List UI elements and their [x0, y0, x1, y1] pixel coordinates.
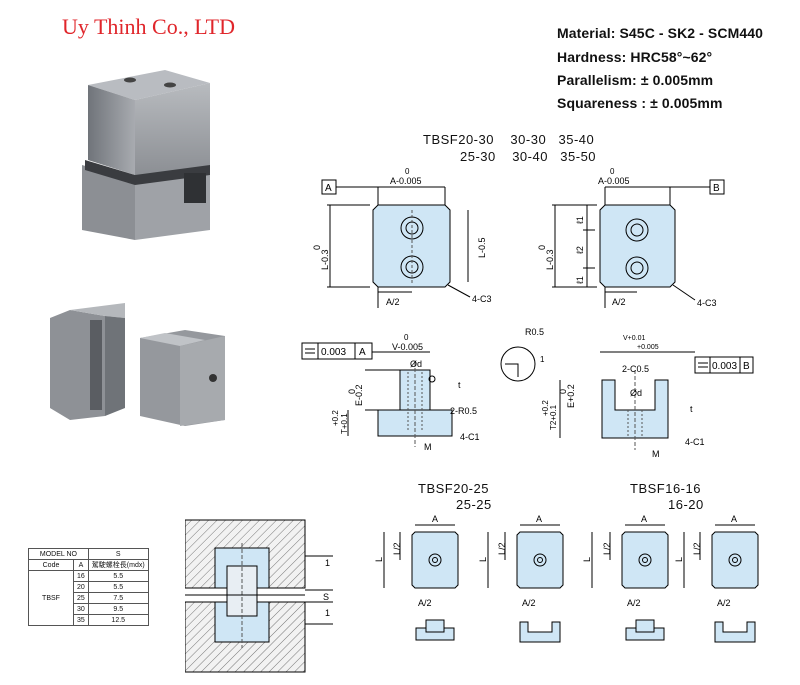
svg-text:A/2: A/2 — [717, 598, 731, 608]
datum-b-label: B — [713, 183, 720, 194]
spec-material: Material: S45C - SK2 - SCM440 — [557, 25, 763, 41]
svg-text:E+0.2: E+0.2 — [566, 384, 576, 408]
svg-text:V-0.005: V-0.005 — [392, 342, 423, 352]
spec-squareness: Squareness : ± 0.005mm — [557, 95, 723, 111]
svg-text:0: 0 — [347, 389, 357, 394]
svg-text:A/2: A/2 — [386, 297, 400, 307]
svg-text:+0.2: +0.2 — [541, 400, 550, 416]
svg-text:E-0.2: E-0.2 — [354, 384, 364, 406]
product-photo-separated — [50, 303, 225, 426]
svg-text:t: t — [690, 404, 693, 414]
small-part-3: A L L/2 A/2 — [582, 514, 669, 641]
svg-text:A: A — [641, 514, 647, 524]
svg-text:A/2: A/2 — [627, 598, 641, 608]
small-part-2: A L L/2 A/2 — [478, 514, 564, 643]
svg-text:A/2: A/2 — [612, 297, 626, 307]
bottom-left-model-line1: TBSF20-25 — [418, 481, 489, 496]
svg-text:0: 0 — [558, 389, 568, 394]
svg-text:4-C1: 4-C1 — [460, 432, 480, 442]
table-header-a: A — [73, 559, 89, 571]
table-header-model: MODEL NO — [28, 548, 89, 560]
svg-text:2-C0.5: 2-C0.5 — [622, 364, 649, 374]
svg-text:B: B — [743, 361, 750, 372]
svg-text:A-0.005: A-0.005 — [390, 176, 422, 186]
svg-text:L/2: L/2 — [602, 542, 612, 555]
svg-text:L: L — [674, 557, 684, 562]
spec-parallelism: Parallelism: ± 0.005mm — [557, 72, 714, 88]
table-header-s: S — [87, 548, 149, 560]
company-name: Uy Thinh Co., LTD — [62, 14, 235, 39]
flatness-a-value: 0.003 — [321, 347, 346, 358]
small-part-1: A L L/2 A/2 — [374, 514, 459, 641]
spec-hardness: Hardness: HRC58°~62° — [557, 49, 713, 65]
svg-text:L: L — [582, 557, 592, 562]
svg-text:1: 1 — [325, 558, 330, 568]
svg-text:1: 1 — [540, 355, 545, 364]
flatness-b-value: 0.003 — [712, 361, 737, 372]
svg-text:A-0.005: A-0.005 — [598, 176, 630, 186]
svg-text:4-C3: 4-C3 — [697, 298, 717, 308]
svg-text:V+0.01: V+0.01 — [623, 335, 645, 342]
svg-text:L: L — [374, 557, 384, 562]
svg-text:0: 0 — [404, 333, 409, 342]
drawing-mid-right: V+0.01 +0.005 0.003 B 2-C0.5 Ød 0 E+0.2 … — [541, 335, 754, 459]
svg-text:L-0.3: L-0.3 — [545, 249, 555, 270]
svg-text:A: A — [536, 514, 542, 524]
svg-text:R0.5: R0.5 — [525, 327, 544, 337]
bottom-right-model-line1: TBSF16-16 — [630, 481, 701, 496]
model-header-line2: 25-30 30-40 35-50 — [460, 149, 597, 164]
svg-text:L: L — [478, 557, 488, 562]
small-part-4: A L L/2 A/2 — [674, 514, 759, 643]
svg-text:L/2: L/2 — [497, 542, 507, 555]
table-model-code: TBSF — [28, 570, 74, 626]
model-header-line1: TBSF20-30 30-30 35-40 — [423, 132, 595, 147]
table-row: TBSF 16 5.5 — [28, 570, 149, 626]
svg-text:ℓ1: ℓ1 — [575, 276, 585, 284]
svg-text:A: A — [432, 514, 438, 524]
table-header-bolt: 駕駛螺栓長(mdx) — [87, 559, 149, 571]
svg-text:+0.2: +0.2 — [331, 410, 340, 426]
svg-text:0: 0 — [405, 167, 410, 176]
bottom-left-model-line2: 25-25 — [456, 497, 492, 512]
svg-text:2-R0.5: 2-R0.5 — [450, 406, 477, 416]
drawing-bottom-row: A L L/2 A/2 A L L/2 A/2 A L L/2 A/2 — [374, 514, 759, 643]
svg-text:0: 0 — [537, 245, 547, 250]
svg-text:4-C1: 4-C1 — [685, 437, 705, 447]
svg-text:A: A — [359, 347, 366, 358]
svg-text:0: 0 — [610, 167, 615, 176]
svg-text:1: 1 — [325, 608, 330, 618]
drawing-top-left: A 0 A-0.005 0 L-0.3 L-0.5 A/2 4-C3 — [312, 167, 492, 308]
svg-text:A: A — [731, 514, 737, 524]
svg-text:Ød: Ød — [630, 388, 642, 398]
drawing-top-right: 0 A-0.005 B 0 L-0.3 ℓ1 ℓ2 ℓ1 A/2 4-C3 — [537, 167, 725, 308]
datum-a-label: A — [325, 183, 332, 194]
table-header-code: Code — [28, 559, 74, 571]
table-row: 35 12.5 — [29, 614, 149, 626]
svg-text:A/2: A/2 — [522, 598, 536, 608]
svg-text:T2+0.1: T2+0.1 — [549, 404, 558, 430]
svg-text:T+0.1: T+0.1 — [340, 413, 349, 434]
product-photo-assembled — [82, 70, 210, 240]
svg-text:ℓ1: ℓ1 — [575, 216, 585, 224]
bottom-right-model-line2: 16-20 — [668, 497, 704, 512]
svg-text:Ød: Ød — [410, 359, 422, 369]
drawing-mid-left: 0.003 A 0 V-0.005 Ød 0 E-0.2 +0.2 T+0.1 … — [301, 327, 545, 452]
svg-text:L-0.3: L-0.3 — [320, 249, 330, 270]
svg-text:t: t — [458, 380, 461, 390]
svg-text:+0.005: +0.005 — [637, 344, 659, 351]
size-table: MODEL NO S Code A 駕駛螺栓長(mdx) TBSF 16 5.5… — [28, 548, 149, 626]
svg-text:A/2: A/2 — [418, 598, 432, 608]
drawing-assembly-section: 1 1 S — [185, 519, 333, 673]
svg-text:L/2: L/2 — [392, 542, 402, 555]
svg-text:ℓ2: ℓ2 — [575, 246, 585, 254]
svg-text:L/2: L/2 — [692, 542, 702, 555]
svg-text:M: M — [652, 449, 660, 459]
s-dimension-label: S — [323, 592, 329, 602]
svg-text:0: 0 — [312, 245, 322, 250]
svg-text:M: M — [424, 442, 432, 452]
svg-text:4-C3: 4-C3 — [472, 294, 492, 304]
svg-text:L-0.5: L-0.5 — [477, 237, 487, 258]
